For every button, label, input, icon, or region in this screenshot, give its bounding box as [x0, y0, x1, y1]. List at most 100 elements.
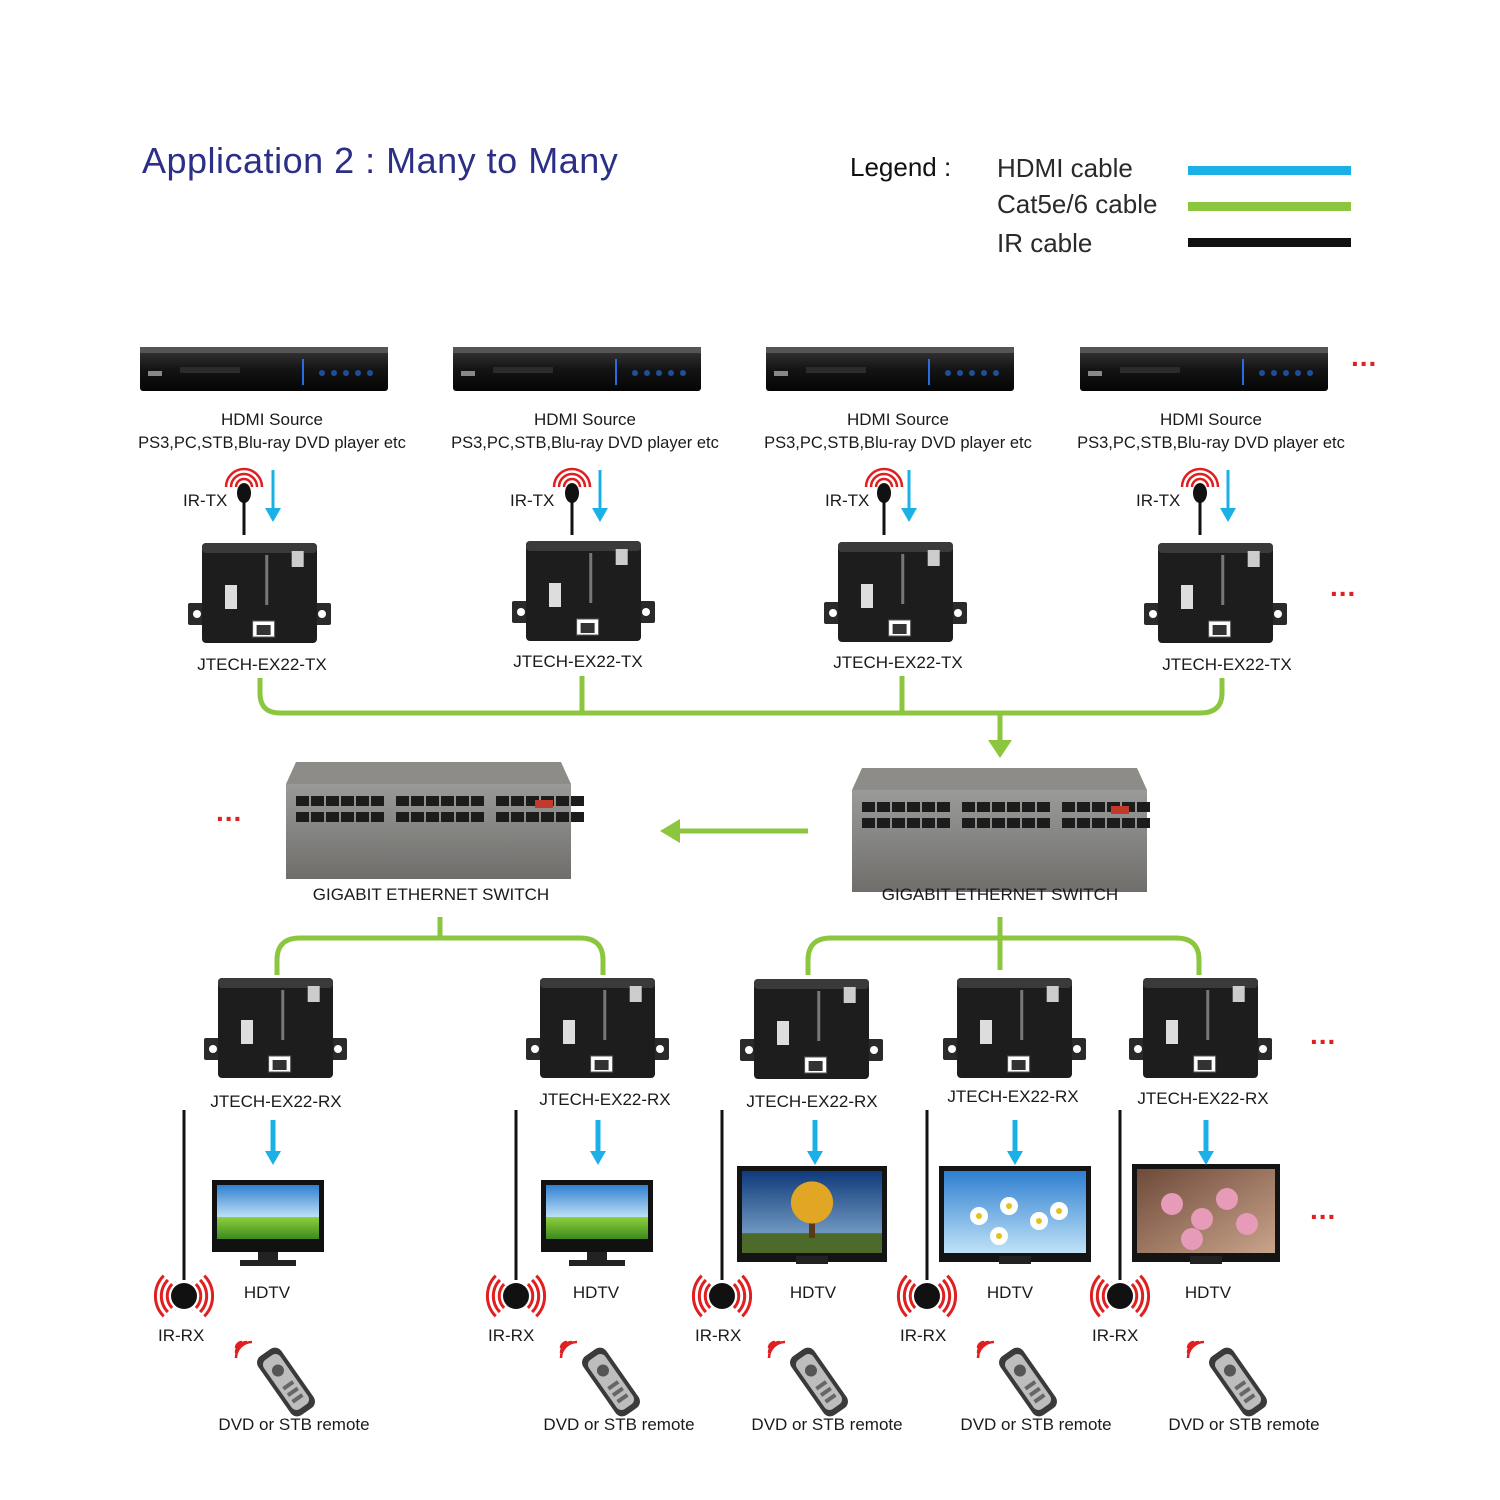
hdtv-monitor: [541, 1180, 653, 1266]
ir-signal-waves: [736, 1278, 747, 1314]
extender-label: [225, 585, 237, 609]
player-button: [1295, 370, 1301, 376]
hdmi-source-player: [453, 347, 701, 391]
extender-label: [777, 1021, 789, 1045]
switch-port: [892, 818, 905, 828]
extender-hdmi-mark: [307, 986, 320, 1002]
ethernet-switch: [286, 762, 584, 879]
ir-signal-waves: [896, 1274, 908, 1318]
switch-port: [341, 796, 354, 806]
cat-arrow-head: [988, 740, 1012, 758]
rj45-socket: [892, 624, 907, 634]
extender-print: [281, 990, 285, 1040]
extender-hdmi-mark: [291, 551, 304, 567]
switch-port: [962, 818, 975, 828]
tx-name: JTECH-EX22-TX: [197, 655, 327, 674]
source-desc: PS3,PC,STB,Blu-ray DVD player etc: [1077, 434, 1345, 452]
switch-port: [296, 796, 309, 806]
legend-line-cat: [1188, 202, 1351, 211]
rx-extender: [1129, 978, 1272, 1078]
player-top-edge: [140, 347, 388, 353]
extender-body: [218, 978, 333, 1078]
hdmi-arrow-head: [265, 1151, 281, 1165]
mount-hole: [829, 609, 837, 617]
ethernet-switch: [852, 768, 1150, 892]
remote-button: [819, 1386, 832, 1397]
remote-label: DVD or STB remote: [543, 1415, 695, 1434]
player-button: [644, 370, 650, 376]
tx-name: JTECH-EX22-TX: [833, 653, 963, 672]
ir-rx-label: IR-RX: [488, 1326, 535, 1345]
ir-signal-waves: [1095, 1278, 1106, 1314]
ir-signal-waves: [203, 1274, 215, 1318]
tv-daisy-center: [976, 1213, 982, 1219]
ir-signal-waves: [902, 1278, 913, 1314]
ir-signal-waves: [535, 1274, 547, 1318]
mount-hole: [656, 1045, 664, 1053]
more-indicator: ...: [216, 796, 243, 827]
hdtv-label: HDTV: [986, 1283, 1034, 1302]
ir-rx-label: IR-RX: [1092, 1326, 1139, 1345]
player-button: [680, 370, 686, 376]
switch-port: [326, 812, 339, 822]
tv-tree-crown: [790, 1181, 834, 1224]
ir-rx-receiver-icon: [914, 1283, 940, 1309]
legend-heading: Legend :: [850, 152, 952, 182]
ir-signal-waves: [224, 467, 264, 488]
ir-signal-waves: [908, 1283, 917, 1309]
remote-button: [1024, 1380, 1037, 1391]
remote-label: DVD or STB remote: [1168, 1415, 1320, 1434]
tv-blossom: [1191, 1208, 1213, 1230]
switch-port: [496, 812, 509, 822]
extender-label: [549, 583, 561, 607]
mount-hole: [517, 608, 525, 616]
ir-signal-waves: [741, 1274, 753, 1318]
switch-port: [1092, 818, 1105, 828]
switch-port: [471, 796, 484, 806]
tv-base: [569, 1260, 625, 1266]
tv-neck: [258, 1252, 278, 1262]
switch-port: [456, 812, 469, 822]
remote-button: [824, 1393, 837, 1404]
rj45-socket: [1212, 625, 1227, 635]
extender-hdmi-mark: [629, 986, 642, 1002]
rx-name: JTECH-EX22-RX: [210, 1092, 342, 1111]
switch-port: [296, 812, 309, 822]
extender-label: [1181, 585, 1193, 609]
rx-extender: [526, 978, 669, 1078]
extender-body: [202, 543, 317, 643]
extender-label: [1166, 1020, 1178, 1044]
player-button: [355, 370, 361, 376]
switch-port: [1007, 802, 1020, 812]
ir-signal-waves: [1190, 477, 1210, 488]
hdtv-monitor: [212, 1180, 324, 1266]
remote-control-icon: [257, 1347, 315, 1417]
player-button: [343, 370, 349, 376]
tv-blossom: [1161, 1193, 1183, 1215]
extender-print: [603, 990, 607, 1040]
switch-port: [877, 802, 890, 812]
player-button: [981, 370, 987, 376]
source-desc: PS3,PC,STB,Blu-ray DVD player etc: [764, 434, 1032, 452]
tv-blossom: [1236, 1213, 1258, 1235]
hdmi-arrow-head: [265, 508, 281, 522]
switch-port: [556, 812, 569, 822]
ir-signal-waves: [691, 1274, 703, 1318]
extender-label: [861, 584, 873, 608]
switch-port: [571, 796, 584, 806]
ir-signal-waves: [1130, 1283, 1139, 1309]
ir-signal-waves: [198, 1278, 209, 1314]
tv-daisy-center: [996, 1233, 1002, 1239]
ir-signal-waves: [530, 1278, 541, 1314]
switch-port: [1007, 818, 1020, 828]
switch-port: [541, 812, 554, 822]
player-button: [1259, 370, 1265, 376]
ir-signal-waves: [159, 1278, 170, 1314]
ir-tx-label: IR-TX: [183, 491, 228, 510]
ir-signal-waves: [1180, 467, 1220, 488]
switch-port: [441, 796, 454, 806]
hdmi-source-player: [766, 347, 1014, 391]
tv-screen-sky: [546, 1185, 648, 1218]
ir-signal-waves: [526, 1283, 535, 1309]
